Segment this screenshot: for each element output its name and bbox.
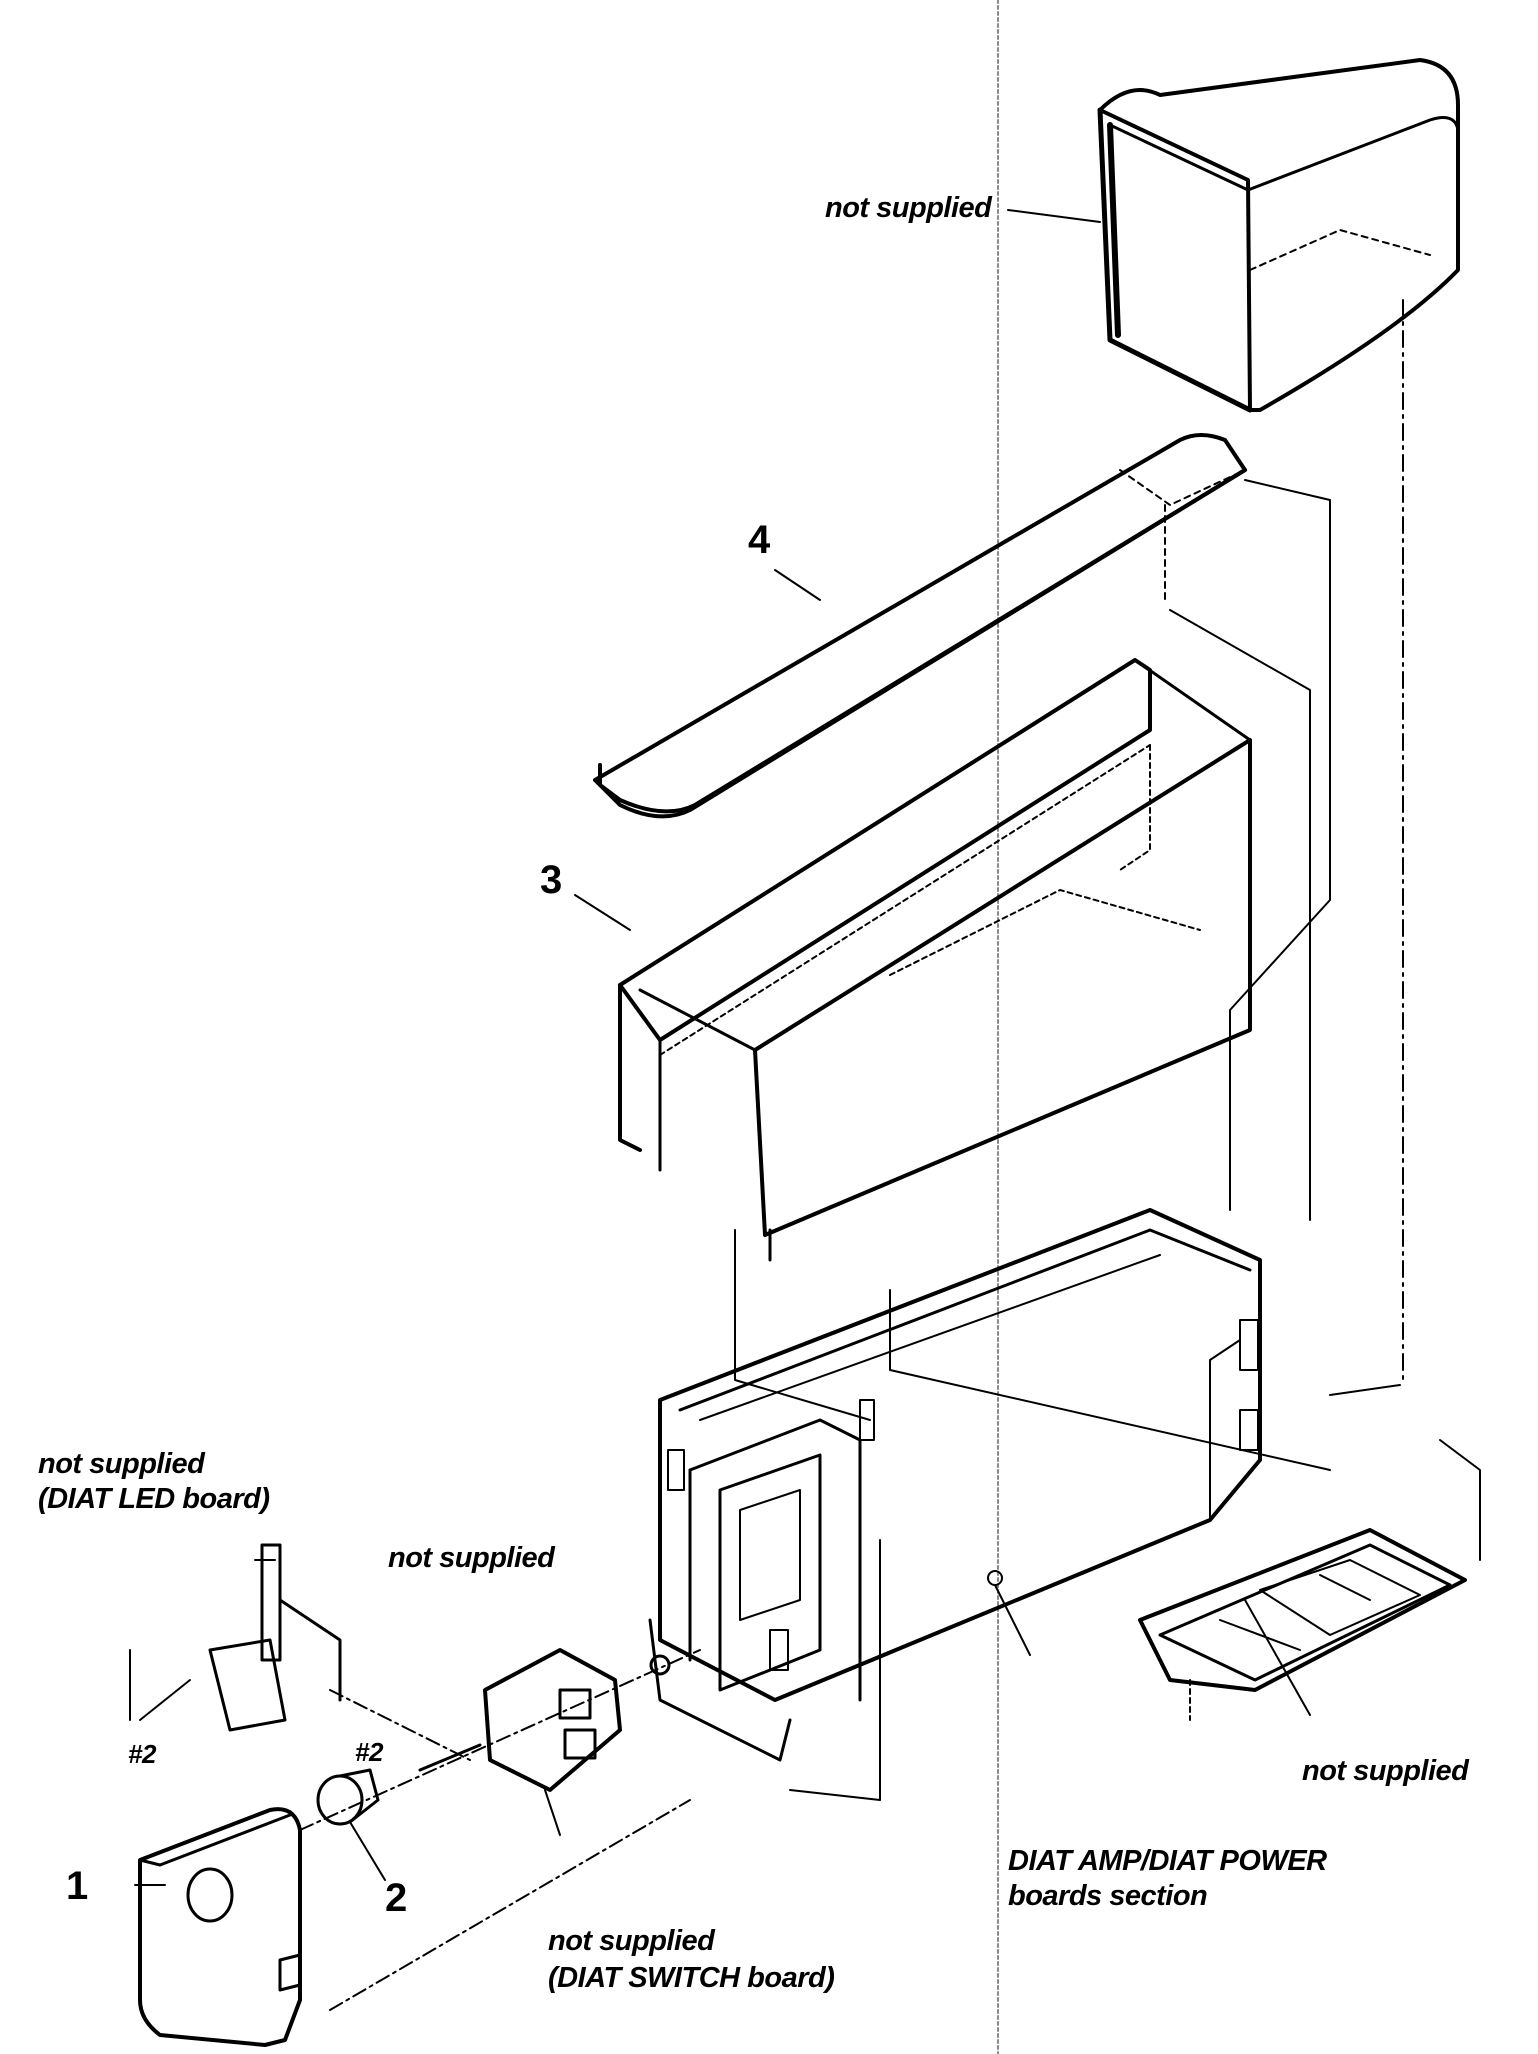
top-cover-shell	[1097, 58, 1460, 1381]
part-number-2: 2	[385, 1876, 408, 1920]
label-not-supplied-mid: not supplied	[388, 1542, 555, 1574]
part-number-3: 3	[540, 858, 563, 902]
label-diat-led-board: (DIAT LED board)	[38, 1483, 270, 1515]
label-not-supplied-led: not supplied	[38, 1448, 205, 1480]
label-not-supplied-tray: not supplied	[1302, 1755, 1469, 1787]
label-not-supplied-switch: not supplied	[548, 1925, 715, 1957]
label-screw-1: #2	[128, 1739, 156, 1769]
label-diat-switch-board: (DIAT SWITCH board)	[548, 1962, 835, 1994]
part-4-top-plate	[593, 433, 1247, 819]
label-screw-2: #2	[355, 1737, 383, 1767]
part-number-4: 4	[748, 518, 771, 562]
switch-and-led-boards	[208, 1543, 701, 2011]
label-leaders	[129, 209, 1311, 1836]
part-2-knob	[316, 1768, 386, 1881]
assembly-guide-lines	[734, 479, 1481, 1801]
part-number-1: 1	[66, 1864, 89, 1908]
label-not-supplied-cover: not supplied	[825, 192, 992, 224]
label-diat-amp-power: DIAT AMP/DIAT POWER	[1008, 1845, 1327, 1877]
bottom-tray	[1138, 1528, 1467, 1721]
bottom-chassis	[648, 1208, 1262, 1762]
part-3-chassis-cover	[618, 658, 1252, 1262]
label-boards-section: boards section	[1008, 1880, 1208, 1912]
part-1-front-panel	[134, 1807, 302, 2047]
